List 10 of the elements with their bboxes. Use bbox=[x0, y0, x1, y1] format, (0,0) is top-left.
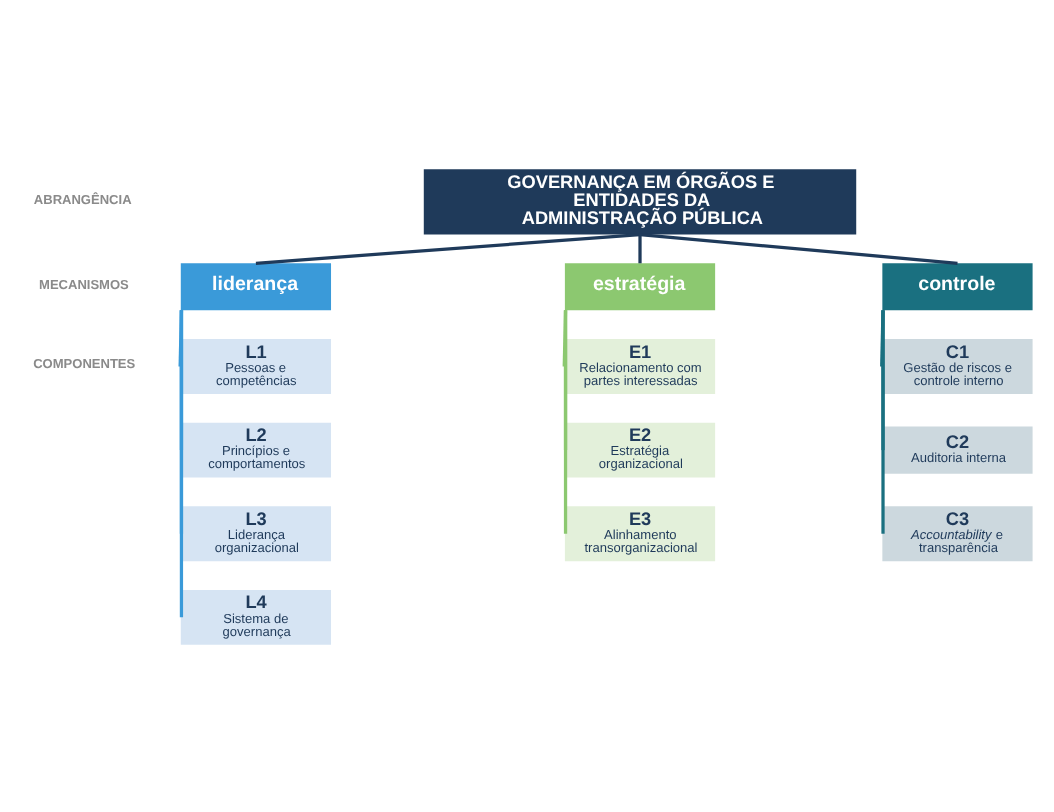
node-box: GOVERNANÇA EM ÓRGÃOS E ENTIDADES DA ADMINISTRAÇÃO PÚBLICA bbox=[423, 168, 857, 234]
node-box: controle bbox=[882, 262, 1033, 310]
connector bbox=[639, 231, 958, 264]
node-box: liderança bbox=[180, 262, 332, 310]
connector bbox=[179, 309, 184, 617]
node-box: estratégia bbox=[564, 262, 716, 310]
connector bbox=[563, 309, 568, 533]
connector bbox=[881, 309, 885, 533]
connector bbox=[255, 231, 641, 264]
connector bbox=[638, 233, 642, 263]
